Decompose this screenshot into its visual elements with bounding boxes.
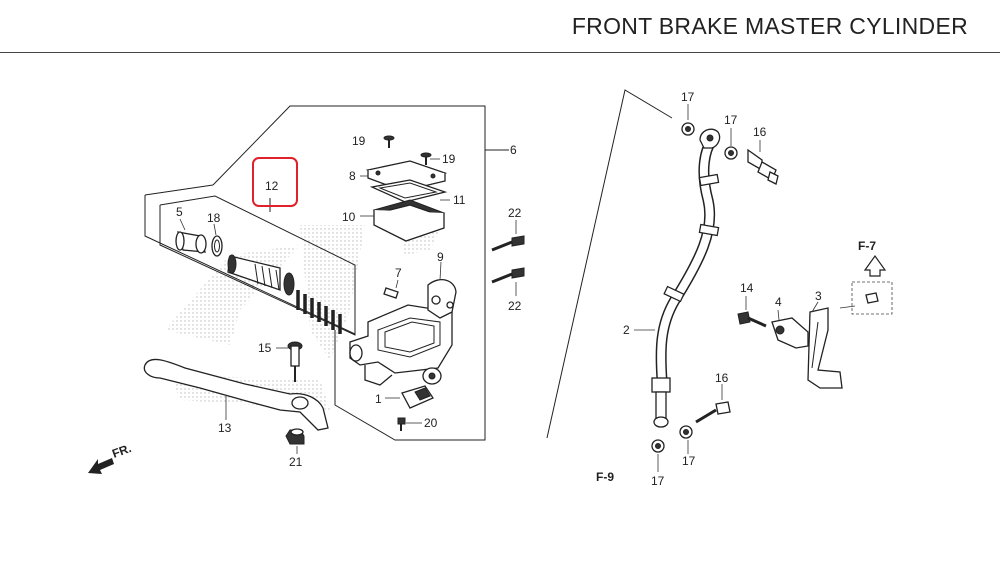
callout-20: 20 bbox=[424, 416, 438, 430]
callout-8: 8 bbox=[349, 169, 356, 183]
part-brake-hose bbox=[546, 89, 721, 439]
ref-f7-label: F-7 bbox=[858, 239, 876, 253]
fr-label: FR. bbox=[110, 441, 133, 461]
part-lever bbox=[143, 358, 329, 431]
callout-17-top-right: 17 bbox=[724, 113, 738, 127]
part-bolt-15 bbox=[276, 341, 303, 382]
part-bolts-16 bbox=[695, 140, 779, 424]
callout-11: 11 bbox=[453, 193, 466, 207]
callout-17-top-left: 17 bbox=[681, 90, 695, 104]
callout-12: 12 bbox=[265, 179, 279, 193]
header: FRONT BRAKE MASTER CYLINDER bbox=[0, 0, 1000, 54]
callout-7: 7 bbox=[395, 266, 402, 280]
callout-5: 5 bbox=[176, 205, 183, 219]
highlight-box-12 bbox=[252, 157, 298, 207]
part-screw-20 bbox=[397, 417, 422, 431]
callout-22-top: 22 bbox=[508, 206, 522, 220]
callout-19-bottom: 19 bbox=[442, 152, 456, 166]
callout-9: 9 bbox=[437, 250, 444, 264]
callout-14: 14 bbox=[740, 281, 754, 295]
callout-16-bottom: 16 bbox=[715, 371, 729, 385]
callout-16-top: 16 bbox=[753, 125, 767, 139]
callout-6: 6 bbox=[510, 143, 517, 157]
callout-18: 18 bbox=[207, 211, 221, 225]
part-pin bbox=[383, 279, 399, 299]
part-diaphragm bbox=[360, 199, 446, 242]
callout-22-bottom: 22 bbox=[508, 299, 522, 313]
part-plate bbox=[369, 179, 450, 203]
part-bracket bbox=[807, 301, 856, 389]
callout-10: 10 bbox=[342, 210, 356, 224]
callout-4: 4 bbox=[775, 295, 782, 309]
part-washers-17 bbox=[651, 104, 738, 472]
page-title: FRONT BRAKE MASTER CYLINDER bbox=[571, 13, 968, 39]
callout-19-top: 19 bbox=[352, 134, 366, 148]
callout-13: 13 bbox=[218, 421, 232, 435]
header-rule bbox=[0, 52, 1000, 53]
callout-labels: 1 2 3 4 5 6 7 8 9 10 11 12 13 14 15 16 1… bbox=[176, 90, 822, 488]
callout-17-bottom-right: 17 bbox=[682, 454, 696, 468]
assembly-boundary bbox=[144, 105, 509, 441]
part-clamp bbox=[771, 309, 809, 349]
ref-box-f7 bbox=[851, 254, 893, 315]
callout-15: 15 bbox=[258, 341, 272, 355]
part-circlip bbox=[211, 223, 223, 257]
ref-f9-label: F-9 bbox=[596, 470, 614, 484]
part-bolts-22 bbox=[491, 220, 525, 296]
part-piston-set bbox=[227, 254, 342, 334]
part-master-cylinder-body bbox=[349, 304, 453, 386]
part-holder bbox=[427, 261, 457, 319]
callout-1: 1 bbox=[375, 392, 382, 406]
part-nut-21 bbox=[285, 428, 305, 454]
part-switch bbox=[385, 385, 434, 409]
callout-17-bottom-left: 17 bbox=[651, 474, 665, 488]
part-screws-19 bbox=[383, 135, 440, 165]
part-boot bbox=[175, 218, 207, 254]
part-bolt-14 bbox=[737, 296, 767, 328]
callout-2: 2 bbox=[623, 323, 630, 337]
front-direction-arrow bbox=[88, 458, 114, 474]
callout-3: 3 bbox=[815, 289, 822, 303]
callout-21: 21 bbox=[289, 455, 303, 469]
piston-box bbox=[159, 195, 356, 336]
